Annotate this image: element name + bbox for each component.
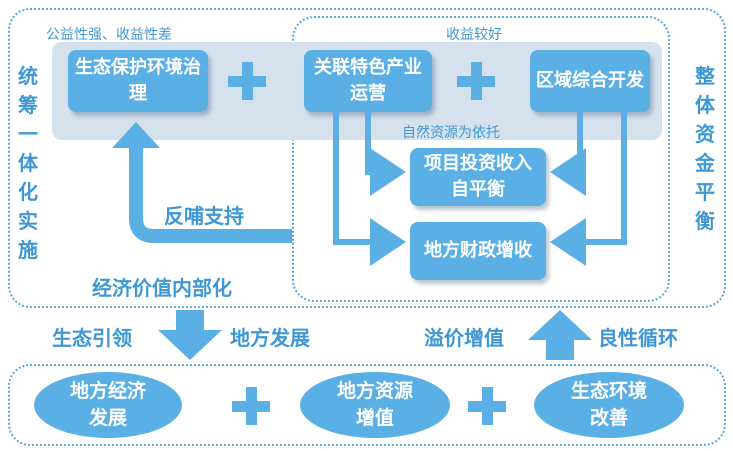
arrow-down: [158, 310, 222, 360]
plus-icon: [232, 387, 270, 425]
tag-public-welfare: 公益性强、收益性差: [46, 27, 172, 43]
left-vertical-label: 统筹一体化实施: [18, 64, 38, 262]
bottom-frame: [8, 364, 726, 446]
local-dev-label: 地方发展: [230, 326, 310, 350]
box-local-finance: 地方财政增收: [410, 222, 546, 280]
ellipse-eco-improvement: 生态环境改善: [534, 372, 684, 438]
premium-label: 溢价增值: [424, 326, 504, 350]
virtuous-label: 良性循环: [598, 326, 678, 350]
plus-icon: [468, 387, 506, 425]
box-project-balance: 项目投资收入自平衡: [410, 148, 546, 206]
natural-resource-caption: 自然资源为依托: [402, 125, 500, 141]
plus-icon: [228, 62, 266, 100]
eco-lead-label: 生态引领: [52, 326, 132, 350]
ellipse-local-economy: 地方经济发展: [34, 372, 182, 438]
feedback-label: 反哺支持: [164, 204, 244, 228]
tag-good-return: 收益较好: [446, 27, 502, 43]
top-frame: [8, 8, 726, 308]
inner-frame: [292, 16, 670, 302]
box-eco-protection: 生态保护环境治理: [68, 50, 208, 112]
arrow-up: [528, 310, 592, 360]
box-region-development: 区域综合开发: [530, 50, 650, 112]
box-industry-operation: 关联特色产业运营: [304, 50, 432, 112]
internalize-label: 经济价值内部化: [92, 276, 232, 300]
plus-icon: [457, 62, 495, 100]
right-vertical-label: 整体资金平衡: [695, 64, 715, 233]
ellipse-resource-value: 地方资源增值: [300, 372, 450, 438]
